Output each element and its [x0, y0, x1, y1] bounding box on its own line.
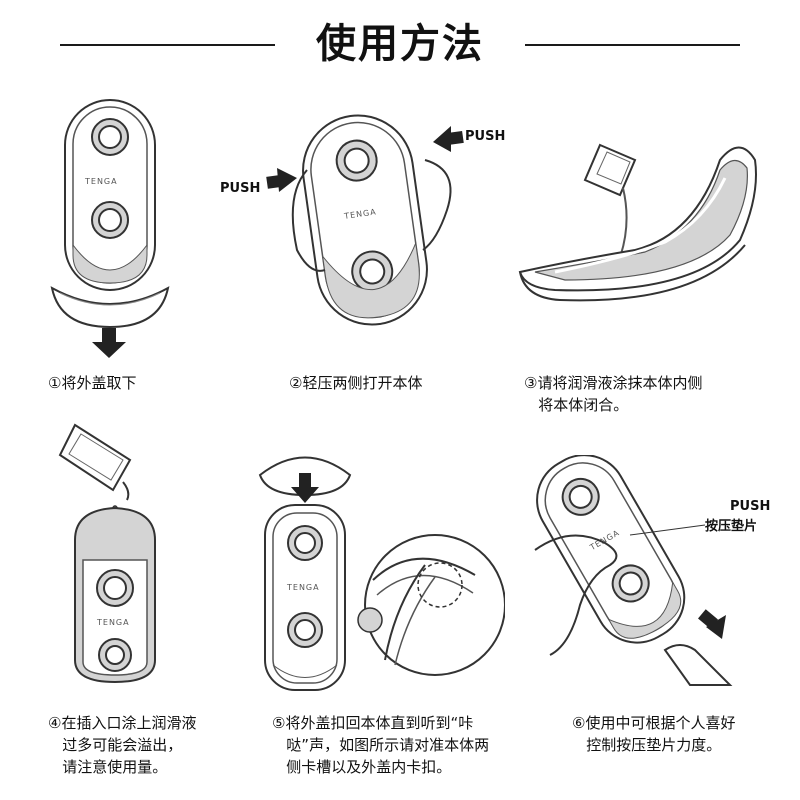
step-6-illustration: TENGA PUSH 按压垫片: [530, 455, 780, 695]
step-3-illustration: [515, 120, 765, 320]
pad-label: 按压垫片: [705, 518, 757, 534]
inserted-object: [663, 644, 733, 686]
hand-icon: [422, 159, 452, 251]
brand-logo: TENGA: [84, 177, 118, 186]
push-label-left: PUSH: [220, 181, 260, 196]
pad-pointer-line: [629, 524, 706, 536]
lube-sachet-icon: [58, 423, 132, 519]
step-1-illustration: TENGA: [40, 95, 180, 365]
hand-icon: [534, 534, 618, 656]
push-label: PUSH: [730, 499, 770, 514]
arrow-down-icon: [291, 473, 319, 503]
page-header: 使用方法: [0, 0, 800, 90]
lube-sachet-icon: [583, 143, 637, 271]
outer-cap: [50, 286, 170, 329]
step-5-caption: ⑤将外盖扣回本体直到听到“咔 哒”声，如图所示请对准本体两 侧卡槽以及外盖内卡扣…: [272, 714, 490, 776]
title-rule-right: [525, 44, 740, 46]
brand-logo: TENGA: [286, 583, 320, 592]
page-title: 使用方法: [316, 21, 484, 67]
step-2-illustration: PUSH PUSH TENGA: [215, 100, 515, 340]
arrow-down-right-icon: [698, 609, 726, 639]
step-6-caption: ⑥使用中可根据个人喜好 控制按压垫片力度。: [572, 714, 736, 754]
title-rule-left: [60, 44, 275, 46]
step-4-illustration: TENGA: [45, 420, 185, 690]
tenga-device-open-halves: [518, 146, 757, 302]
step-2-caption: ②轻压两侧打开本体: [289, 374, 423, 392]
detail-zoom-circle: [357, 534, 505, 676]
hand-icon: [291, 169, 326, 272]
push-label-right: PUSH: [465, 129, 505, 144]
brand-logo: TENGA: [96, 618, 130, 627]
tenga-device: TENGA: [64, 99, 156, 291]
step-3-caption: ③请将润滑液涂抹本体内侧 将本体闭合。: [524, 374, 703, 414]
tenga-device-open: TENGA: [302, 114, 428, 326]
tenga-device: TENGA: [264, 504, 346, 691]
tenga-device: TENGA: [74, 506, 156, 684]
arrow-down-icon: [92, 328, 126, 358]
arrow-right-icon: [266, 168, 297, 192]
tenga-device: TENGA: [536, 455, 686, 644]
step-4-caption: ④在插入口涂上润滑液 过多可能会溢出， 请注意使用量。: [48, 714, 197, 776]
arrow-left-icon: [433, 126, 464, 152]
step-5-illustration: TENGA: [245, 445, 505, 695]
step-1-caption: ①将外盖取下: [48, 374, 137, 392]
